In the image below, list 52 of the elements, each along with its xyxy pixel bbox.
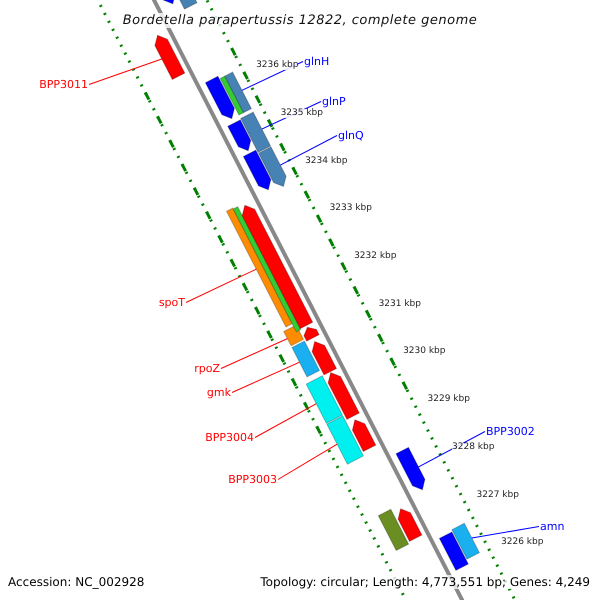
tick-label: 3235 kbp bbox=[280, 108, 323, 118]
gene-label: BPP3002 bbox=[486, 426, 535, 437]
gene-label: BPP3003 bbox=[228, 474, 277, 485]
gene-label: gmk bbox=[206, 387, 231, 398]
leader-line bbox=[220, 338, 288, 369]
tick-label: 3233 kbp bbox=[330, 204, 372, 214]
tick-label: 3228 kbp bbox=[452, 442, 494, 452]
gene-bar bbox=[303, 326, 320, 342]
gene-bar bbox=[154, 34, 186, 80]
leader-line bbox=[254, 403, 317, 438]
gene-label: BPP3004 bbox=[205, 432, 254, 443]
leader-line bbox=[232, 362, 300, 393]
gene-label: BPP3011 bbox=[39, 79, 88, 90]
gene-bar bbox=[240, 111, 272, 154]
leader-line bbox=[280, 135, 338, 166]
gene-bar bbox=[328, 372, 360, 420]
gene-bar bbox=[398, 508, 423, 542]
gene-bar bbox=[227, 119, 252, 152]
gene-bar bbox=[224, 71, 252, 114]
tick-label: 3227 kbp bbox=[476, 490, 519, 500]
gene-bar bbox=[242, 204, 314, 330]
tick-label: 3236 kbp bbox=[256, 61, 298, 70]
tick-label: 3234 kbp bbox=[305, 156, 348, 166]
gene-label: glnH bbox=[304, 56, 330, 67]
gene-bar bbox=[451, 522, 480, 560]
leader-line bbox=[186, 268, 257, 303]
gene-bar bbox=[306, 375, 344, 424]
gene-bar bbox=[220, 76, 244, 116]
gene-label: glnP bbox=[322, 96, 346, 107]
gene-label: amn bbox=[540, 521, 564, 532]
gene-bar bbox=[438, 531, 469, 572]
gene-bar bbox=[242, 149, 272, 190]
footer-text: Accession: NC_002928 bbox=[6, 575, 146, 589]
leader-line bbox=[278, 444, 338, 480]
tick-label: 3226 kbp bbox=[501, 538, 544, 548]
tick-label: 3231 kbp bbox=[378, 300, 421, 309]
gene-bar bbox=[378, 508, 410, 552]
tick-label: 3230 kbp bbox=[403, 347, 446, 356]
gene-bar bbox=[352, 419, 376, 452]
gene-label: glnQ bbox=[338, 130, 364, 141]
gene-bar bbox=[326, 415, 364, 465]
gene-bar bbox=[204, 76, 235, 120]
gene-label: rpoZ bbox=[194, 363, 220, 374]
gene-bar bbox=[258, 146, 287, 188]
leader-line bbox=[88, 58, 162, 85]
tick-label: 3229 kbp bbox=[428, 395, 470, 404]
gene-bar bbox=[395, 446, 426, 490]
gene-bar bbox=[312, 340, 338, 376]
gene-bar bbox=[291, 340, 320, 378]
footer-text: Topology: circular; Length: 4,773,551 bp; Genes: 4,249 bbox=[258, 575, 592, 589]
tick-label: 3232 kbp bbox=[354, 252, 396, 262]
gene-label: spoT bbox=[158, 297, 185, 308]
